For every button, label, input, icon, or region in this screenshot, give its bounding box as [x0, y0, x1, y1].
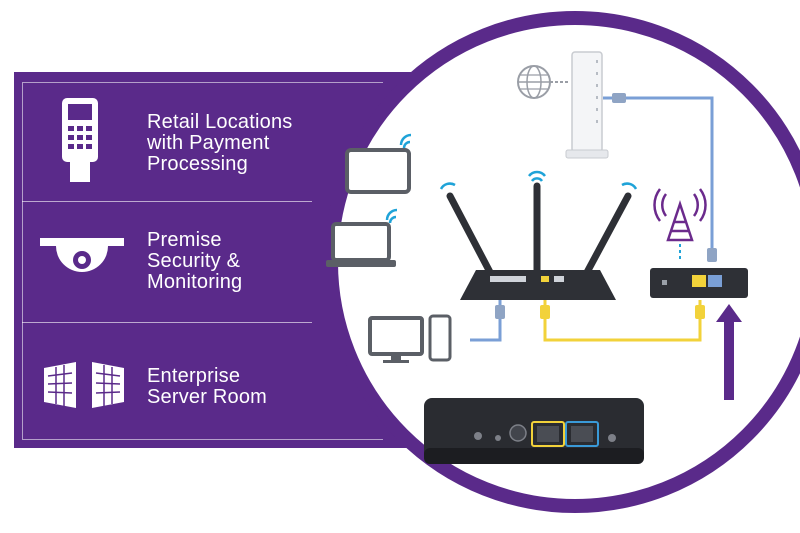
- cable-connector: [707, 248, 717, 262]
- use-case-server: Enterprise Server Room: [22, 332, 384, 442]
- use-case-label: Retail Locations with Payment Processing: [147, 111, 293, 175]
- cable-modem-icon: [565, 51, 609, 159]
- lte-modem-closeup: [424, 398, 644, 464]
- tablet-icon: [345, 133, 412, 194]
- cell-tower-icon: [653, 188, 707, 242]
- divider: [22, 201, 312, 202]
- ethernet-cable-blue: [603, 96, 714, 256]
- cable-connector: [612, 93, 626, 103]
- security-camera-icon: [40, 238, 124, 272]
- arrow-shaft: [724, 320, 734, 400]
- panel-frame: [22, 82, 383, 440]
- use-case-retail: Retail Locations with Payment Processing: [22, 92, 384, 210]
- wifi-router-icon: [439, 170, 638, 300]
- use-case-security: Premise Security & Monitoring: [22, 212, 384, 322]
- lte-modem-icon: [650, 268, 748, 298]
- phone-icon: [428, 314, 452, 362]
- arrow-head: [716, 304, 742, 322]
- server-room-icon: [44, 362, 124, 408]
- ethernet-cable-yellow: [543, 300, 702, 342]
- divider: [22, 322, 312, 323]
- desktop-monitor-icon: [368, 316, 424, 363]
- use-case-label: Enterprise Server Room: [147, 365, 268, 408]
- use-case-label: Premise Security & Monitoring: [147, 229, 243, 293]
- globe-icon: [517, 65, 551, 99]
- payment-terminal-icon: [62, 98, 98, 182]
- laptop-icon: [326, 208, 398, 267]
